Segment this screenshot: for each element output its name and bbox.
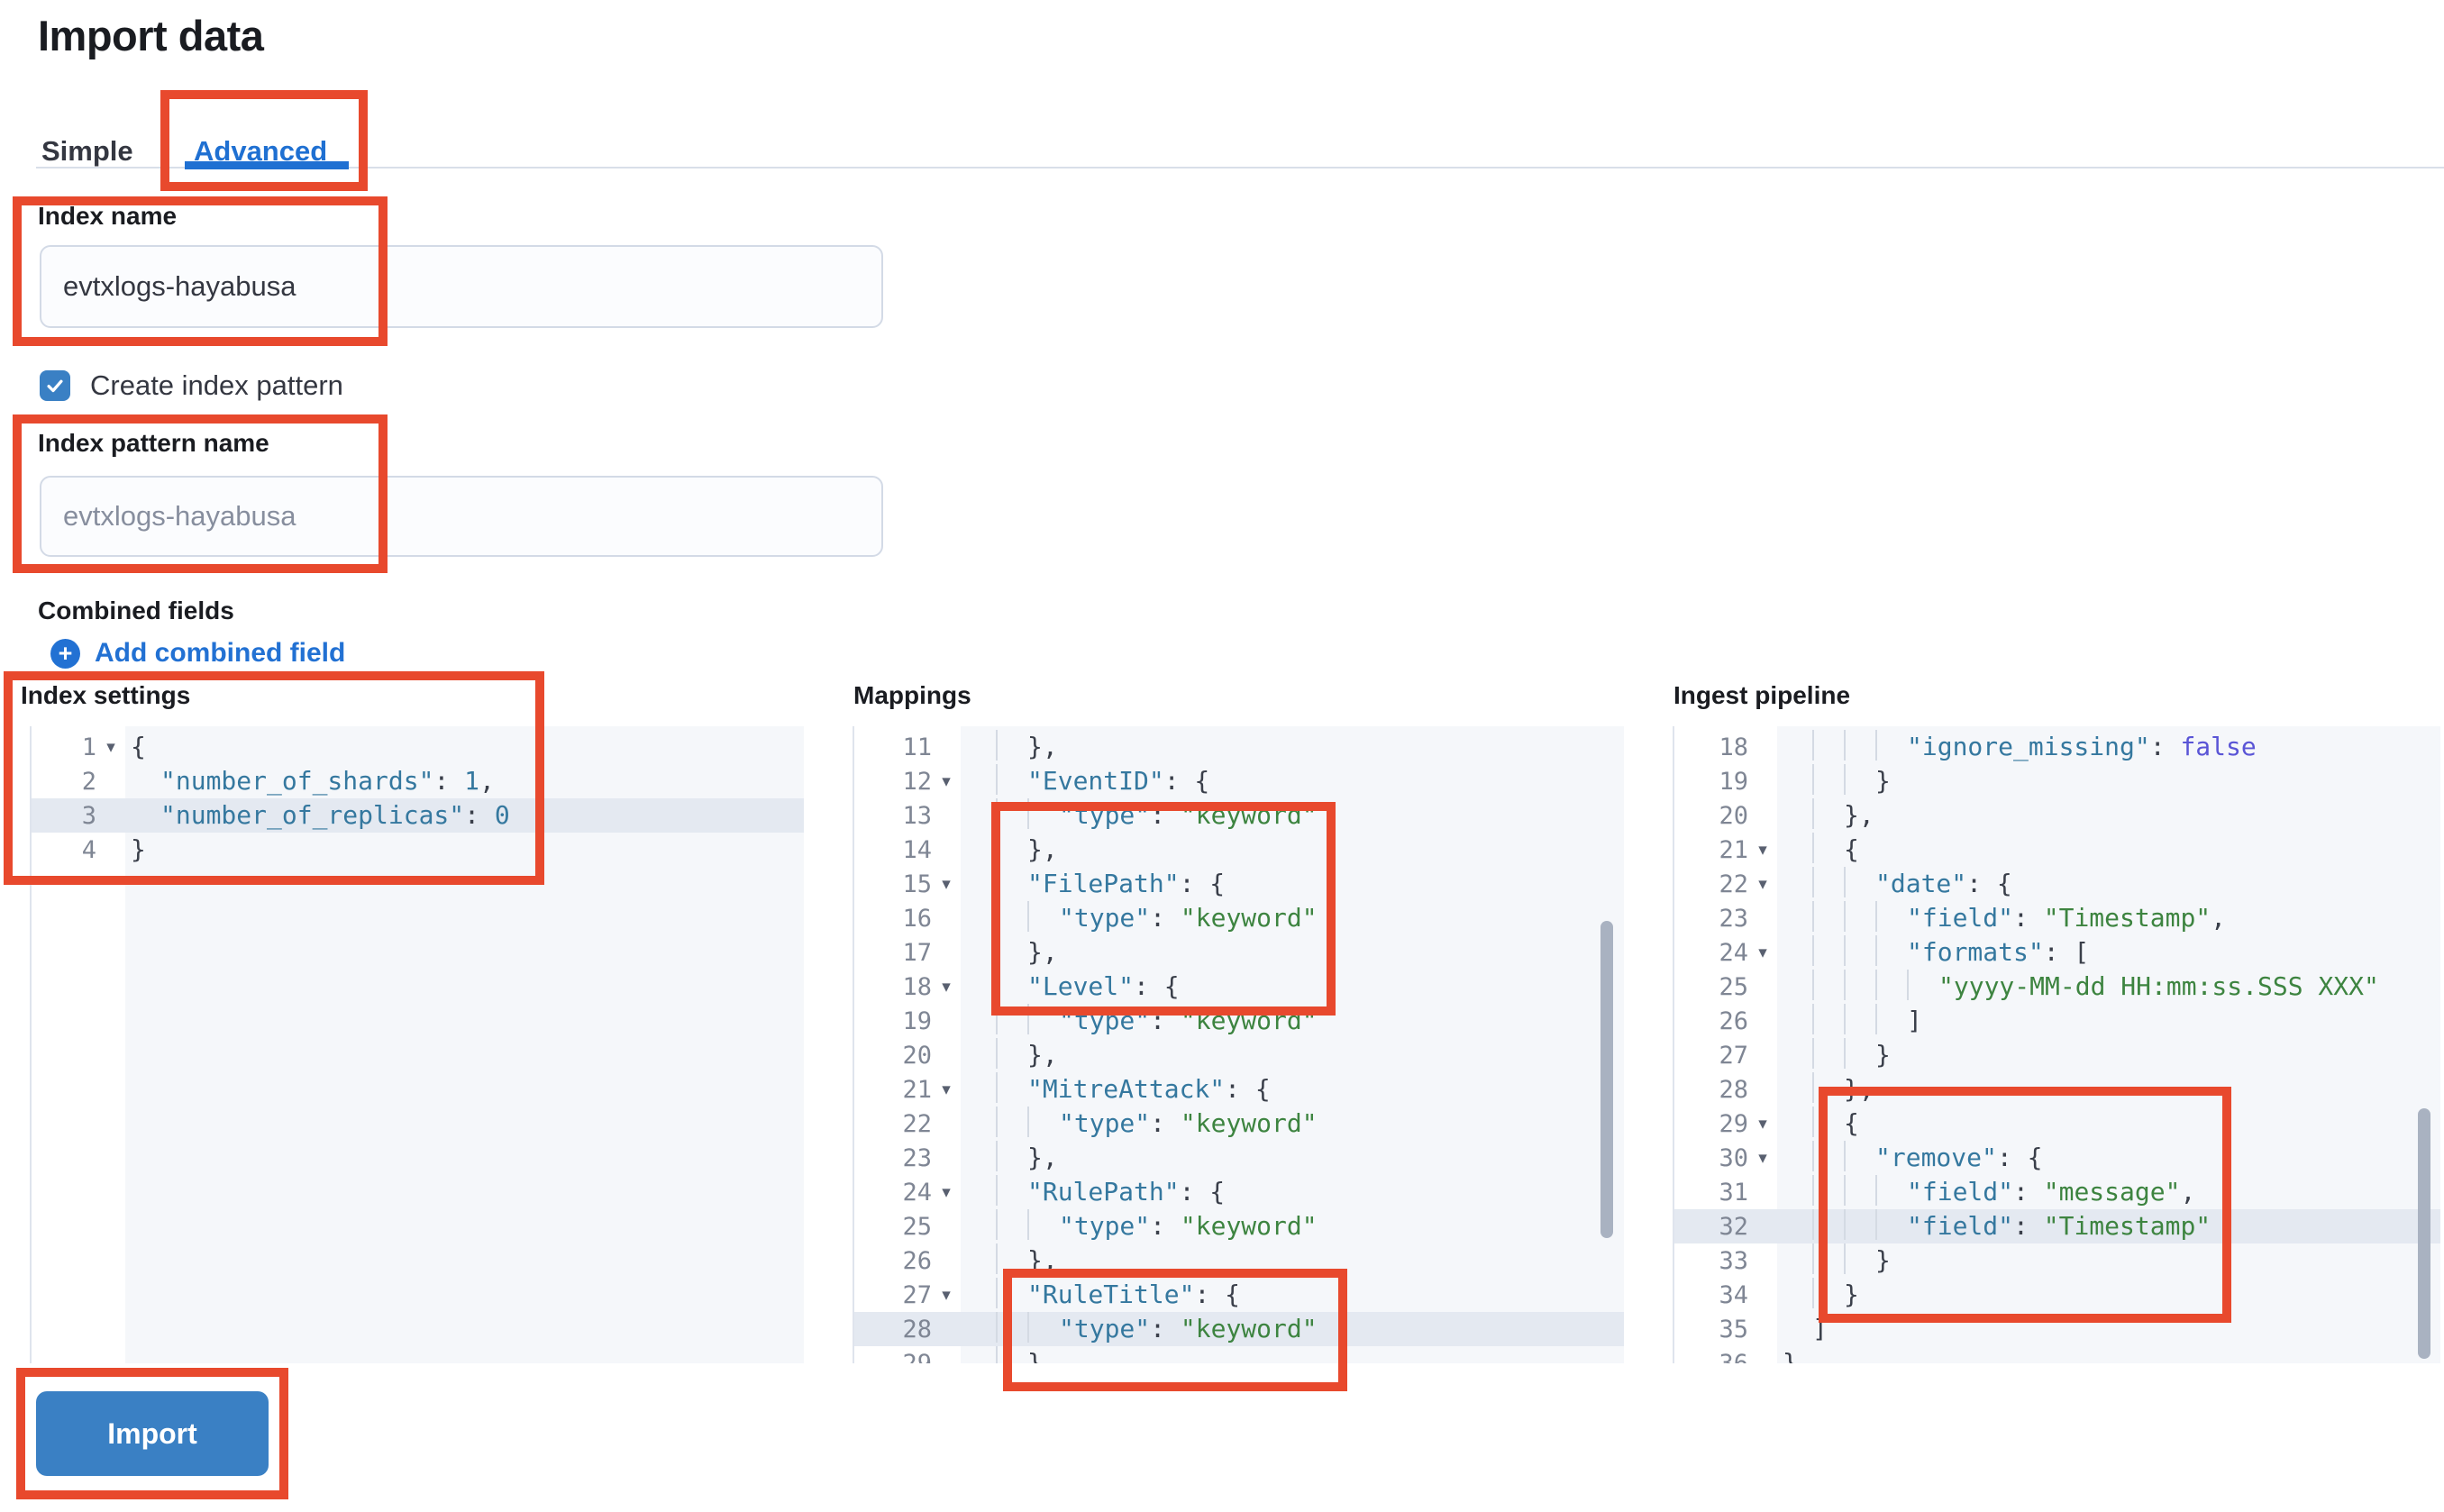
code-line: 34} [1719,1278,1859,1309]
code-line: 31"field": "message", [1719,1175,2196,1207]
editor-content-background [1777,726,2440,1363]
code-line: 22"type": "keyword" [902,1107,1318,1138]
tab-advanced-underline [185,161,349,169]
code-line: 11}, [902,730,1058,761]
code-line: 23}, [902,1141,1058,1172]
index-name-input[interactable] [40,245,883,328]
code-line: 26] [1719,1004,1922,1035]
editor-gutter [854,726,961,1363]
ingest-pipeline-scrollbar[interactable] [2418,1108,2430,1359]
code-line: 25"yyyy-MM-dd HH:mm:ss.SSS XXX" [1719,970,2379,1001]
mappings-editor[interactable]: 11},12▾"EventID": {13"type": "keyword"14… [853,726,1624,1363]
code-line: 1▾{ [81,732,146,761]
create-index-pattern-label: Create index pattern [90,369,343,401]
code-line: 14}, [902,833,1058,864]
combined-fields-label: Combined fields [38,597,234,624]
index-settings-label: Index settings [21,681,191,709]
code-line: 26}, [902,1243,1058,1275]
create-index-pattern-row[interactable]: Create index pattern [40,368,343,404]
plus-in-circle-icon: + [50,638,80,669]
code-line: 36} [1719,1348,1798,1363]
code-line: 19} [1719,764,1891,796]
code-line: 3"number_of_replicas": 0 [32,798,804,833]
code-line: 12▾"EventID": { [902,764,1210,796]
code-line: 22▾"date": { [1719,867,2012,898]
code-line: 24▾"formats": [ [1719,935,2090,967]
code-line: 13"type": "keyword" [902,798,1318,830]
code-line: 30▾"remove": { [1719,1141,2043,1172]
mappings-label: Mappings [853,681,971,709]
index-pattern-name-input[interactable] [40,476,883,557]
editor-gutter [1674,726,1777,1363]
code-line: 28"type": "keyword" [854,1312,1624,1346]
mappings-scrollbar[interactable] [1600,921,1613,1238]
code-line: 19"type": "keyword" [902,1004,1318,1035]
code-line: 2"number_of_shards": 1, [81,766,495,796]
code-line: 17}, [902,935,1058,967]
index-settings-editor[interactable]: 1▾{ 2"number_of_shards": 1,3"number_of_re… [30,726,804,1363]
code-line: 20}, [902,1038,1058,1070]
code-line: 32"field": "Timestamp" [1674,1209,2440,1243]
code-line: 27} [1719,1038,1891,1070]
code-line: 15▾"FilePath": { [902,867,1226,898]
add-combined-field-link[interactable]: + Add combined field [50,636,345,670]
code-line: 29▾{ [1719,1107,1859,1138]
code-line: 16"type": "keyword" [902,901,1318,933]
code-line: 29}, [854,1346,1624,1363]
editor-content-background [961,726,1624,1363]
tab-simple[interactable]: Simple [41,135,133,167]
import-button[interactable]: Import [36,1391,269,1476]
code-line: 21▾{ [1719,833,1859,864]
code-line: 33} [1719,1243,1891,1275]
add-combined-field-label: Add combined field [95,638,346,668]
tabs-divider [36,167,2444,169]
code-line: 18"ignore_missing": false [1719,730,2257,761]
code-line: 27▾"RuleTitle": { [902,1278,1241,1309]
checkbox-checked-icon[interactable] [40,370,70,401]
code-line: 24▾"RulePath": { [902,1175,1226,1207]
code-line: 35] [1719,1314,1828,1343]
ingest-pipeline-label: Ingest pipeline [1673,681,1851,709]
code-line: 18▾"Level": { [902,970,1180,1001]
index-name-label: Index name [38,202,178,230]
index-pattern-name-label: Index pattern name [38,429,269,457]
code-line: 25"type": "keyword" [902,1209,1318,1241]
code-line: 28}, [1719,1072,1874,1104]
page-title: Import data [38,12,264,59]
code-line: 4} [81,834,146,864]
code-line: 21▾"MitreAttack": { [902,1072,1271,1104]
code-line: 20}, [1719,798,1874,830]
code-line: 23"field": "Timestamp", [1719,901,2227,933]
